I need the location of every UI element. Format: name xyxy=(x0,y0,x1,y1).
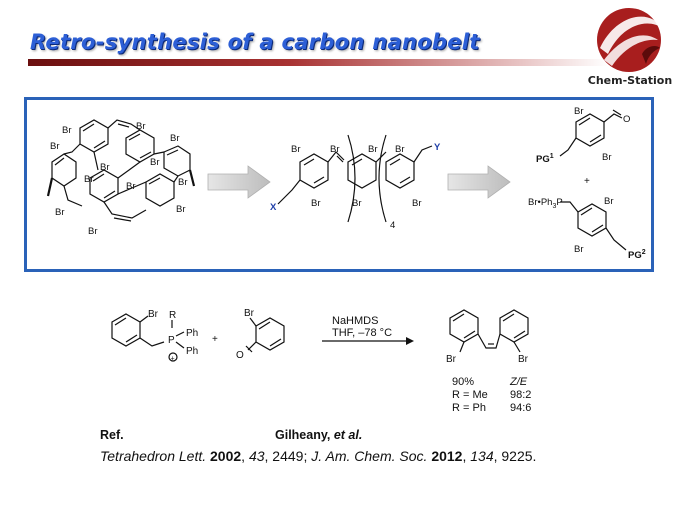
phosphonium-labels: Br R P Ph Ph + + xyxy=(148,309,218,363)
svg-text:Br: Br xyxy=(446,354,457,365)
retro-arrow-1 xyxy=(207,165,271,199)
reference-label: Ref. xyxy=(100,428,124,442)
row-ratio: 94:6 xyxy=(510,402,532,414)
svg-text:X: X xyxy=(270,202,277,213)
table-row: R = Ph 94:6 xyxy=(452,402,531,415)
svg-text:Br: Br xyxy=(518,354,529,365)
row-label: R = Me xyxy=(452,389,488,401)
svg-text:Br: Br xyxy=(176,204,186,215)
svg-text:Br: Br xyxy=(84,174,94,185)
svg-text:R: R xyxy=(169,310,176,321)
svg-text:Br: Br xyxy=(602,152,612,163)
condition-base: NaHMDS xyxy=(332,315,378,327)
svg-text:Br: Br xyxy=(574,244,584,255)
row-label: R = Ph xyxy=(452,402,486,414)
page-title: Retro-synthesis of a carbon nanobelt xyxy=(30,30,480,54)
title-underline-bar xyxy=(28,59,608,66)
svg-text:Ph: Ph xyxy=(186,346,198,357)
svg-text:Br: Br xyxy=(62,125,72,136)
svg-text:4: 4 xyxy=(390,220,395,231)
svg-text:Br: Br xyxy=(395,144,405,155)
svg-text:Br: Br xyxy=(574,106,584,117)
svg-text:PG1: PG1 xyxy=(536,153,554,165)
svg-text:Br: Br xyxy=(50,141,60,152)
carbon-nanobelt-precursor xyxy=(46,119,196,222)
intermediate-labels: Br Br Br Br Br Br Br X Y 4 xyxy=(270,142,441,231)
chem-station-logo xyxy=(597,8,662,72)
reference-authors: Gilheany, et al. xyxy=(275,428,363,442)
svg-text:O: O xyxy=(623,114,630,125)
retrosynthesis-box xyxy=(24,97,654,272)
bromobenzaldehyde xyxy=(245,317,285,353)
nanobelt-br-labels: Br Br Br Br Br Br Br Br Br Br Br Br xyxy=(50,121,188,237)
svg-text:+: + xyxy=(212,334,218,345)
selectivity-table: 90% Z/E R = Me 98:2 R = Ph 94:6 xyxy=(452,376,531,415)
svg-text:Ph: Ph xyxy=(186,328,198,339)
svg-text:Br: Br xyxy=(88,226,98,237)
bromobenzaldehyde-labels: Br O xyxy=(236,308,255,361)
table-row: R = Me 98:2 xyxy=(452,389,531,402)
svg-text:Br: Br xyxy=(55,207,65,218)
ze-header: Z/E xyxy=(510,376,528,388)
fragment-aldehyde-labels: Br O Br PG1 + xyxy=(536,106,630,187)
svg-text:Br: Br xyxy=(150,157,160,168)
svg-text:+: + xyxy=(171,356,175,363)
logo-text: Chem-Station xyxy=(587,74,673,87)
svg-text:Br: Br xyxy=(178,177,188,188)
reference-citation: Tetrahedron Lett. 2002, 43, 2449; J. Am.… xyxy=(100,448,537,464)
fragment-phosphonium-labels: Br•Ph3P Br Br PG2 xyxy=(528,196,646,261)
retro-arrow-2 xyxy=(447,165,511,199)
reaction-arrow xyxy=(322,337,414,345)
oligomer-intermediate xyxy=(277,134,433,223)
svg-text:Br: Br xyxy=(368,144,378,155)
condition-solvent: THF, –78 °C xyxy=(332,327,392,339)
svg-text:Br: Br xyxy=(412,198,422,209)
svg-text:O: O xyxy=(236,350,244,361)
svg-text:Br: Br xyxy=(352,198,362,209)
svg-text:Br: Br xyxy=(311,198,321,209)
svg-text:Br: Br xyxy=(170,133,180,144)
svg-text:Br: Br xyxy=(136,121,146,132)
svg-text:Br: Br xyxy=(330,144,340,155)
phosphonium-salt xyxy=(111,313,185,362)
svg-text:P: P xyxy=(168,335,175,346)
product-labels: Br Br xyxy=(446,354,529,365)
svg-text:Br•Ph3P: Br•Ph3P xyxy=(528,197,563,210)
svg-text:Br: Br xyxy=(604,196,614,207)
fragment-aldehyde xyxy=(559,109,623,157)
svg-text:Br: Br xyxy=(126,181,136,192)
svg-text:PG2: PG2 xyxy=(628,249,646,261)
yield-value: 90% xyxy=(452,376,475,388)
fragment-phosphonium xyxy=(560,201,627,251)
stilbene-product xyxy=(449,309,529,353)
svg-text:+: + xyxy=(584,176,590,187)
svg-text:Br: Br xyxy=(148,309,159,320)
svg-text:Br: Br xyxy=(244,308,255,319)
svg-text:Br: Br xyxy=(100,162,110,173)
row-ratio: 98:2 xyxy=(510,389,532,401)
svg-text:Y: Y xyxy=(434,142,441,153)
svg-text:Br: Br xyxy=(291,144,301,155)
